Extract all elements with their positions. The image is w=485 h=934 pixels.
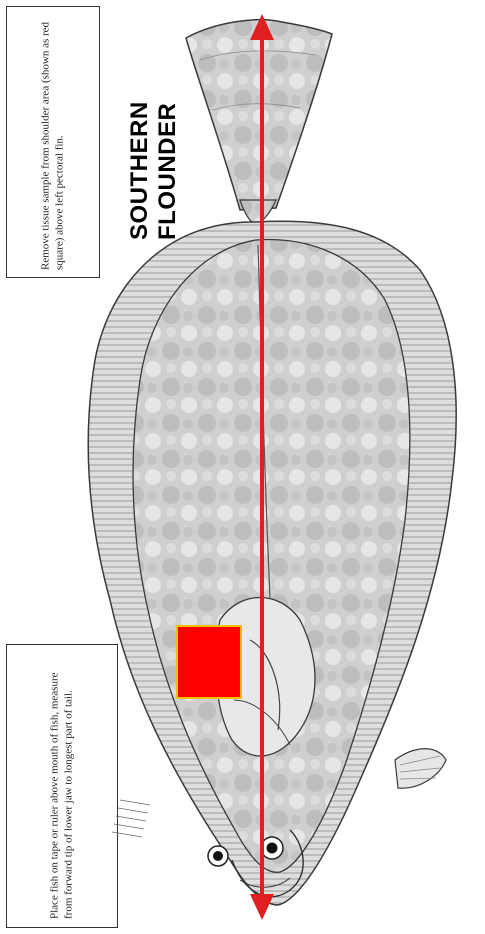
body-inner: [133, 240, 410, 873]
tail-fin: [186, 20, 332, 210]
tissue-sample-square: [177, 626, 241, 698]
